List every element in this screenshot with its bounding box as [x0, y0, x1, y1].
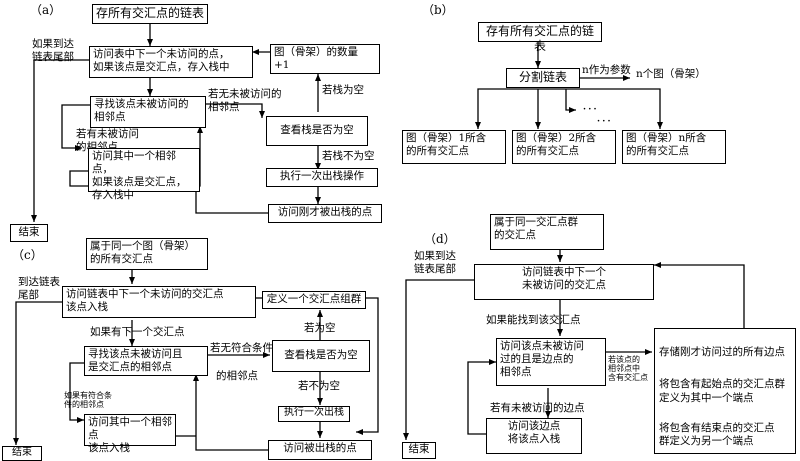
d-store-line-2: 将包含有起始点的交汇点群 定义为其中一个端点 [659, 378, 785, 404]
a-pop-box: 执行一次出栈操作 [266, 168, 378, 187]
d-store-line-1: 存储刚才访问过的所有边点 [659, 346, 785, 359]
d-end-box: 结束 [402, 442, 436, 459]
c-end-box: 结束 [2, 446, 42, 461]
c-visit-box: 访问链表中下一个未访问的交汇点 该点入栈 [62, 286, 256, 318]
a-visit-popped-box: 访问刚才被出栈的点 [268, 204, 382, 223]
c-if-has-next-label: 如果有下一个交汇点 [90, 326, 185, 338]
a-graph-count-box: 图（骨架）的数量 +1 [270, 44, 380, 74]
b-n-param-label: n作为参数 [582, 64, 631, 76]
d-store-line-3: 将包含有结束点的交汇点 群定义为另一个端点 [659, 421, 775, 447]
c-pop-box: 执行一次出栈 [278, 406, 350, 422]
d-visit-edge-box: 访问该点未被访问 过的且是边点的 相邻点 [496, 338, 606, 386]
a-check-stack-box: 查看栈是否为空 [266, 116, 368, 146]
c-if-none-label: 若无符合条件 [210, 342, 273, 354]
a-end-box: 结束 [10, 224, 48, 242]
d-visit-point-box: 访问该边点 将该点入栈 [486, 418, 582, 454]
c-if-has-label: 如果有符合条 件的相邻点 [64, 391, 112, 409]
a-visit-one-box: 访问其中一个相邻点， 如果该点是交汇点， 存入栈中 [88, 148, 200, 201]
d-if-adj-label: 若该点的 相邻点中 含有交汇点 [608, 355, 648, 382]
d-if-found-label: 如果能找到该交汇点 [486, 314, 581, 326]
d-if-end-label: 如果到达 链表尾部 [414, 250, 456, 275]
figure-label-a: （a） [30, 3, 62, 17]
a-if-empty-label: 若栈为空 [322, 84, 364, 96]
d-start-box: 属于同一交汇点群 的交汇点 [490, 214, 604, 250]
c-adjacent-label: 的相邻点 [216, 370, 258, 382]
a-if-no-unvisited-label: 若无未被访问的 相邻点 [208, 88, 282, 113]
a-visit-box: 访问表中下一个未访问的点， 如果该点是交汇点，存入栈中 [89, 46, 253, 78]
c-visit-popped-box: 访问被出栈的点 [268, 440, 372, 460]
d-store-box: 存储刚才访问过的所有边点 将包含有起始点的交汇点群 定义为其中一个端点 将包含有… [654, 328, 796, 454]
a-find-box: 寻找该点未被访问的 相邻点 [90, 96, 206, 128]
figure-label-d: （d） [424, 232, 456, 246]
c-define-box: 定义一个交汇点组群 [262, 291, 366, 309]
a-if-not-empty-label: 若栈不为空 [322, 150, 375, 162]
a-if-end-label: 如果到达 链表尾部 [32, 38, 74, 63]
c-if-end-label: 到达链表 尾部 [18, 276, 60, 301]
b-graph2-box: 图（骨架）2所含 的所有交汇点 [512, 130, 616, 164]
d-visit-box: 访问链表中下一个 未被访问的交汇点 [474, 264, 654, 300]
figure-label-c: （c） [12, 248, 43, 262]
b-graph1-box: 图（骨架）1所含 的所有交汇点 [402, 130, 506, 164]
b-graph-n-box: 图（骨架）n所含 的所有交汇点 [622, 130, 726, 164]
c-check-box: 查看栈是否为空 [272, 340, 370, 372]
b-top-box: 存有所有交汇点的链表 [478, 22, 602, 53]
b-split-box: 分割链表 [506, 68, 580, 88]
figure-label-b: （b） [422, 3, 454, 17]
b-dots-1: ．．． [582, 100, 603, 112]
d-if-unvisited-label: 若有未被访问的边点 [490, 402, 585, 414]
a-start-box: 存所有交汇点的链表 [92, 4, 208, 24]
c-if-empty-label: 若为空 [304, 322, 336, 334]
c-start-box: 属于同一个图（骨架） 的所有交汇点 [86, 238, 208, 270]
b-dots-2: ．．． [596, 112, 617, 124]
c-find-box: 寻找该点未被访问且 是交汇点的相邻点 [84, 346, 208, 376]
c-if-not-empty-label: 若不为空 [298, 380, 340, 392]
b-n-graphs-label: n个图（骨架） [636, 68, 706, 80]
c-visit-one-box: 访问其中一个相邻点 该点入栈 [84, 414, 176, 454]
